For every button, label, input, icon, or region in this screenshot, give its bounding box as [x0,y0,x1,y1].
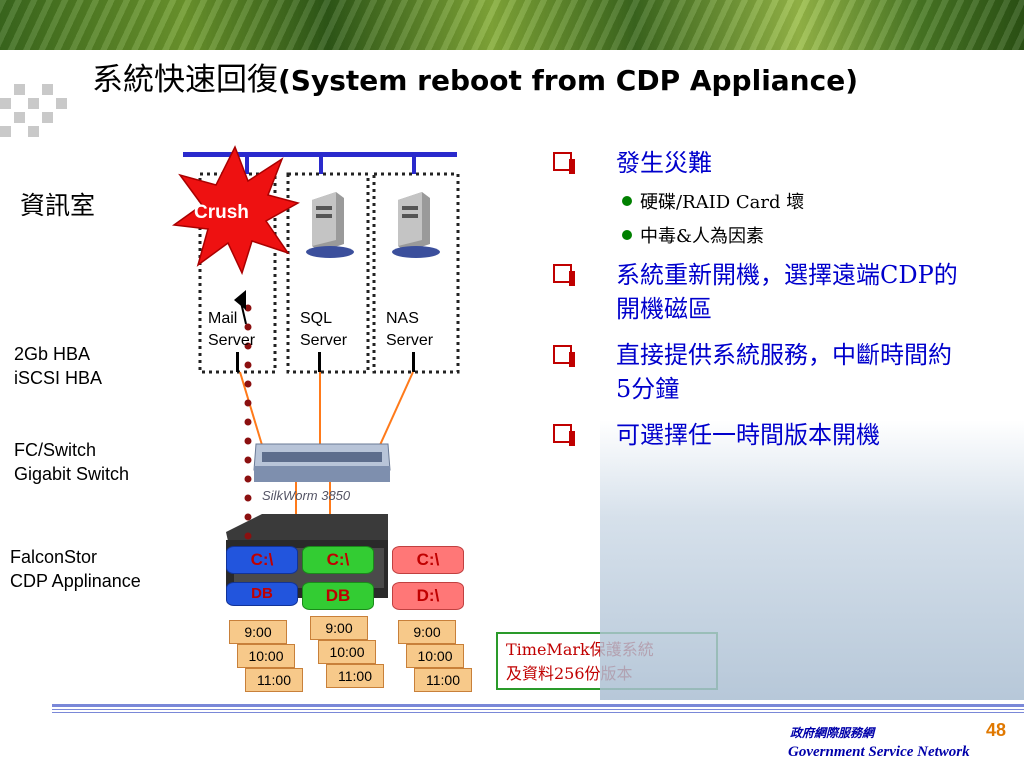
bullet-marker [553,424,575,446]
disk-mail-db: DB [226,582,298,606]
bullet-4: 可選擇任一時間版本開機 [616,421,880,449]
timemark-nas-1: 9:00 [398,620,456,644]
footer-org-zh: 政府網際服務網 [790,726,875,740]
footer-org-en: Government Service Network [788,744,970,760]
disk-nas-system: C:\ [392,546,464,574]
timemark-sql-3: 11:00 [326,664,384,688]
server-icon-sql [306,192,354,258]
bullet-3: 直接提供系統服務，中斷時間約5分鐘 [616,341,952,403]
timemark-sql-1: 9:00 [310,616,368,640]
footer-rule [52,704,1024,707]
server-box-sql [286,172,370,374]
bullet-marker [553,152,575,174]
crush-label: Crush [194,202,249,223]
background-photo [600,420,1024,700]
bullet-marker [553,345,575,367]
bullet-marker [553,264,575,286]
timemark-mail-2: 10:00 [237,644,295,668]
switch-model-label: SilkWorm 3850 [262,488,351,503]
timemark-sql-2: 10:00 [318,640,376,664]
timemark-mail-1: 9:00 [229,620,287,644]
server-icon-nas [392,192,440,258]
disk-nas-data: D:\ [392,582,464,610]
disk-sql-system: C:\ [302,546,374,574]
server-box-nas [372,172,460,374]
disk-mail-system: C:\ [226,546,298,574]
disk-sql-db: DB [302,582,374,610]
header-leaf-banner [0,0,1024,50]
bullet-1: 發生災難 [616,149,712,177]
sub-bullet-2: 中毒&人為因素 [640,226,765,247]
bullet-2: 系統重新開機，選擇遠端CDP的開機磁區 [616,261,958,323]
timemark-nas-2: 10:00 [406,644,464,668]
sub-bullet-1: 硬碟/RAID Card 壞 [640,192,805,213]
fc-switch-device [253,443,391,482]
page-title: 系統快速回復(System reboot from CDP Appliance) [92,62,859,98]
crush-starburst [171,145,300,275]
timemark-mail-3: 11:00 [245,668,303,692]
timemark-nas-3: 11:00 [414,668,472,692]
page-number: 48 [986,720,1007,740]
room-label: 資訊室 [20,191,96,220]
